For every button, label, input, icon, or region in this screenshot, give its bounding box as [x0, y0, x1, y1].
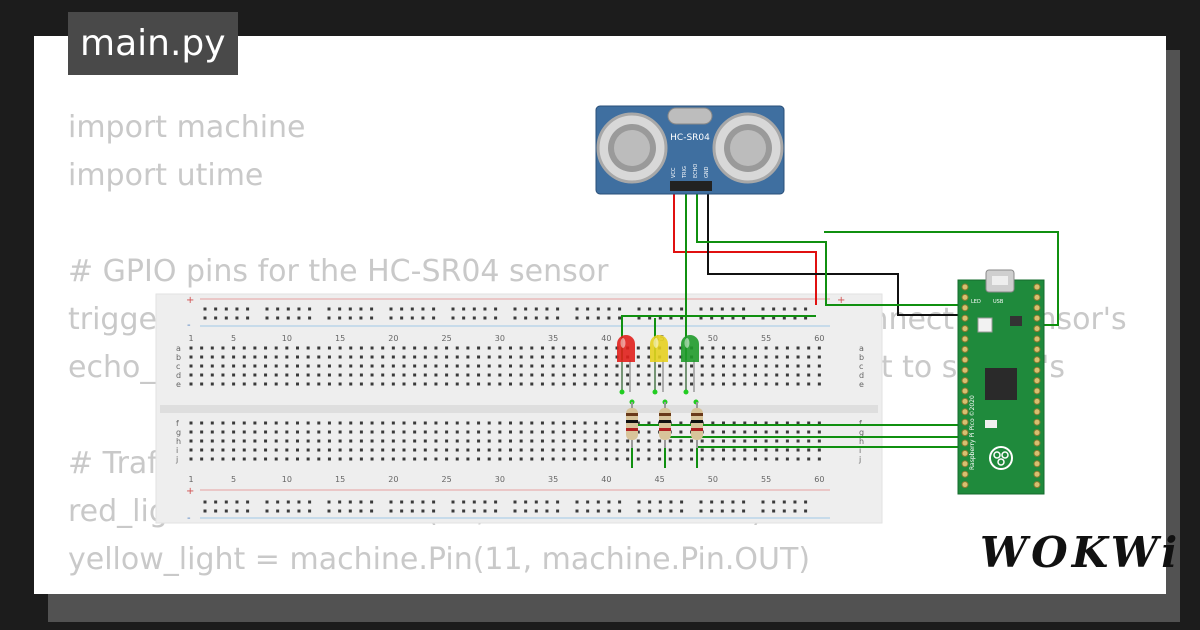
column-number: 10	[282, 334, 292, 343]
row-letter: i	[859, 446, 861, 455]
bootsel-button[interactable]	[977, 317, 993, 333]
column-number: 55	[761, 334, 771, 343]
raspberry-logo	[989, 446, 1013, 470]
rail-plus-right: +	[837, 295, 845, 306]
wire-echo-green	[696, 194, 965, 306]
file-tab[interactable]: main.py	[68, 12, 238, 75]
row-letter: a	[176, 344, 181, 353]
resistor-3	[691, 402, 703, 448]
column-number: 35	[548, 334, 558, 343]
wire-vcc-red	[673, 194, 817, 305]
column-number: 60	[814, 334, 824, 343]
row-letter: c	[859, 362, 863, 371]
column-number: 50	[708, 334, 718, 343]
column-number: 5	[231, 475, 236, 484]
row-letter: f	[176, 419, 179, 428]
column-number: 55	[761, 475, 771, 484]
row-letter: d	[176, 371, 181, 380]
column-number: 40	[601, 334, 611, 343]
row-letter: c	[176, 362, 180, 371]
column-number: 25	[442, 334, 452, 343]
column-number: 15	[335, 334, 345, 343]
column-number: 40	[601, 475, 611, 484]
code-line: yellow_light = machine.Pin(11, machine.P…	[68, 542, 811, 577]
hc-sr04-sensor[interactable]: HC-SR04 VCC TRIG ECHO GND	[595, 105, 785, 195]
code-line: # GPIO pins for the HC-SR04 sensor	[68, 254, 609, 289]
pico-usb-label: USB	[993, 299, 1004, 305]
pico-pins	[961, 283, 1041, 489]
row-letter: h	[859, 437, 864, 446]
column-number: 20	[388, 475, 398, 484]
row-letter: e	[859, 380, 864, 389]
raspberry-pi-pico[interactable]: LED USB Raspberry Pi Pico ©2020	[957, 269, 1045, 495]
row-letter: h	[176, 437, 181, 446]
resistor-2	[659, 402, 671, 448]
pico-board-label: Raspberry Pi Pico ©2020	[969, 395, 976, 470]
resistors	[626, 402, 703, 448]
pico-led-label: LED	[971, 299, 981, 305]
rail-minus-top: -	[187, 320, 191, 331]
code-line: green_light = machine.Pin(12, machine.Pi…	[68, 584, 1127, 594]
code-line: import utime	[68, 158, 264, 193]
led-yellow[interactable]	[650, 335, 668, 405]
sensor-pin-label: ECHO	[693, 164, 699, 178]
column-number: 30	[495, 334, 505, 343]
sensor-pin-label: TRIG	[682, 166, 688, 179]
resistor-1	[626, 402, 638, 448]
row-letter: j	[858, 455, 861, 464]
row-letter: g	[176, 428, 181, 437]
column-number: 5	[231, 334, 236, 343]
sensor-pin-label: VCC	[671, 167, 677, 178]
rail-plus-bottom: +	[186, 486, 194, 497]
row-letter: d	[859, 371, 864, 380]
row-letter: j	[175, 455, 178, 464]
row-letter: b	[176, 353, 181, 362]
sensor-label: HC-SR04	[670, 133, 710, 143]
breadboard-holes	[189, 307, 821, 513]
row-letter: e	[176, 380, 181, 389]
rp2040-chip	[985, 368, 1017, 400]
column-number: 60	[814, 475, 824, 484]
sensor-pin-label: GND	[704, 166, 710, 178]
rail-plus-top: +	[186, 295, 194, 306]
column-number: 25	[442, 475, 452, 484]
column-number: 15	[335, 475, 345, 484]
led-red[interactable]	[617, 335, 635, 405]
wire-pico-loop	[824, 231, 1059, 326]
column-number: 20	[388, 334, 398, 343]
row-letter: g	[859, 428, 864, 437]
code-line: import machine	[68, 110, 306, 145]
row-letter: a	[859, 344, 864, 353]
column-number: 1	[188, 334, 193, 343]
rail-minus-bottom: -	[187, 513, 191, 524]
row-letter: b	[859, 353, 864, 362]
column-number: 35	[548, 475, 558, 484]
wokwi-logo: WOKWi	[980, 528, 1182, 577]
leds	[617, 335, 699, 405]
column-number: 50	[708, 475, 718, 484]
column-number: 1	[188, 475, 193, 484]
column-number: 45	[655, 475, 665, 484]
row-letter: i	[176, 446, 178, 455]
column-number: 30	[495, 475, 505, 484]
column-number: 10	[282, 475, 292, 484]
wire-gnd-black	[707, 194, 965, 316]
row-letter: f	[859, 419, 862, 428]
led-green[interactable]	[681, 335, 699, 405]
